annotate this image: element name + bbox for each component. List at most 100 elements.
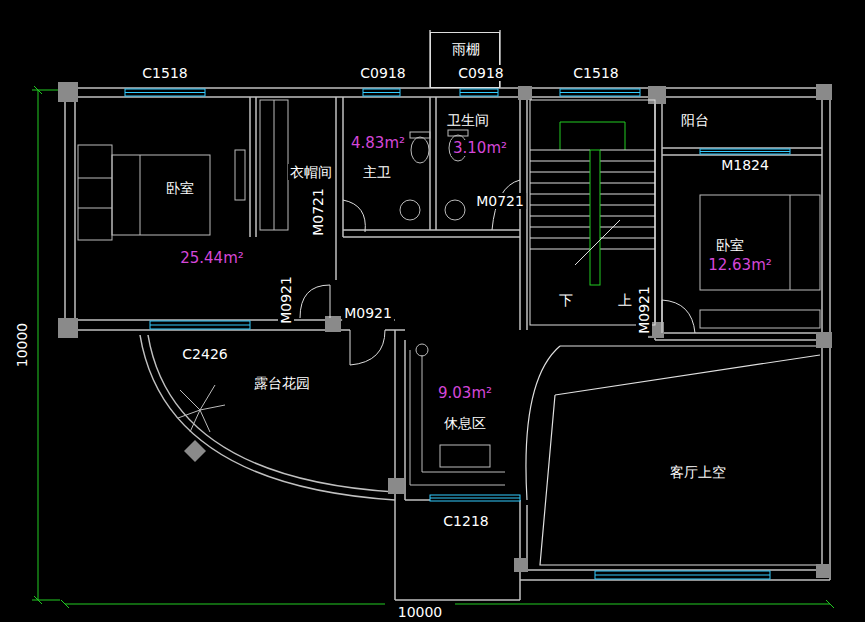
tag: M0921 [342,305,394,321]
tag: C0918 [358,65,407,81]
furniture [411,137,429,163]
tag: 上 [616,292,634,308]
window [460,89,498,96]
furniture [78,100,820,485]
furniture [700,310,820,328]
area-label: 12.63m² [706,257,774,273]
window [125,89,790,579]
area-label: 3.10m² [451,140,509,156]
window [430,498,520,499]
tag: 下 [557,292,575,308]
vertical-tag: 10000 [14,321,30,370]
tag: C0918 [456,65,505,81]
area-label: 9.03m² [436,385,494,401]
room: 客厅上空 [530,348,818,563]
room: 9.03m² 休息区 [408,342,518,492]
room: 阳台 [664,100,820,146]
furniture [416,344,428,356]
pillar [58,318,78,338]
vertical-tag: M0921 [636,284,652,336]
door [300,180,695,365]
pillar [325,316,341,332]
wall [140,335,395,500]
vertical-tag: M0721 [310,186,326,238]
tag: C1518 [140,65,189,81]
dimension-line [61,600,834,608]
room-name: 休息区 [442,415,488,431]
door [343,200,365,232]
room-name: 卧室 [164,180,196,196]
furniture [790,195,791,290]
dimension-line [32,86,834,608]
room-name: 卫生间 [445,112,491,128]
pillar [816,564,830,578]
furniture [448,130,468,136]
furniture [440,445,490,467]
window [595,571,770,579]
door [300,285,330,318]
pillar [648,86,666,104]
tag: C2426 [180,346,229,362]
room: 卧室 12.63m² [664,157,820,331]
window [595,575,770,576]
room-name: 衣帽间 [288,164,334,180]
window [125,92,205,93]
furniture [410,350,505,485]
tag: C1518 [571,65,620,81]
wall [341,320,405,600]
window [125,89,205,96]
pillar [816,332,832,348]
dimension-line [32,86,72,604]
wall [250,97,520,280]
pillar [58,82,832,578]
room: 4.83m² 主卫 [345,100,428,228]
wall [65,30,830,600]
window [700,151,790,152]
staircase [560,122,625,150]
window [150,325,250,326]
room-name: 露台花园 [252,375,312,391]
area-label: 4.83m² [349,135,407,151]
window [700,149,790,154]
tag: M0721 [474,193,526,209]
staircase [590,150,600,285]
window [430,495,520,501]
pillar [184,440,206,462]
furniture [178,385,225,432]
room-name: 卧室 [714,237,746,253]
staircase [530,150,655,249]
room-name: 客厅上空 [668,464,728,480]
door [662,300,695,333]
pillar [518,86,532,100]
window [150,321,250,329]
furniture [260,100,288,230]
furniture [445,200,465,220]
door [350,330,385,365]
wall [520,88,830,580]
staircase [575,220,620,265]
window [363,89,400,96]
vertical-tag: M0921 [278,274,294,326]
pillar [388,478,404,494]
wall [655,97,830,340]
pillar [58,82,78,102]
void-outline [526,346,820,565]
furniture [78,178,112,208]
room-name: 雨棚 [450,41,482,57]
area-label: 25.44m² [178,250,246,266]
furniture [410,132,430,138]
window [560,92,640,93]
furniture [140,155,141,235]
furniture [235,150,245,200]
room-name: 主卫 [361,164,393,180]
room-name: 阳台 [679,112,711,128]
furniture [400,200,420,220]
window [560,89,640,96]
void-outline [526,346,820,565]
furniture [78,145,112,240]
tag: M1824 [719,157,771,173]
window [363,92,400,93]
furniture [274,100,275,230]
